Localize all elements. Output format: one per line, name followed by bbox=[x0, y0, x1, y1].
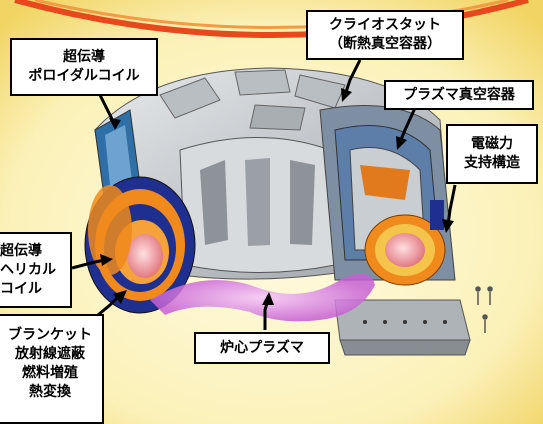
label-blanket: ブランケット 放射線遮蔽 燃料増殖 熱変換 bbox=[0, 314, 104, 424]
label-support-structure-line2: 支持構造 bbox=[464, 155, 520, 171]
human-figures bbox=[475, 286, 493, 333]
label-helical-coil-line3: コイル bbox=[0, 281, 42, 297]
label-plasma-vessel-line1: プラズマ真空容器 bbox=[403, 87, 515, 103]
label-helical-coil-line2: ヘリカル bbox=[0, 262, 56, 278]
helical-coil-right bbox=[364, 200, 446, 286]
label-core-plasma: 炉心プラズマ bbox=[194, 332, 330, 364]
label-poloidal-coil-line1: 超伝導 bbox=[63, 49, 105, 65]
label-plasma-vessel: プラズマ真空容器 bbox=[384, 80, 534, 110]
label-core-plasma-line1: 炉心プラズマ bbox=[220, 340, 304, 356]
leader-arrows bbox=[71, 59, 457, 332]
label-support-structure-line1: 電磁力 bbox=[471, 136, 513, 152]
label-cryostat: クライオスタット （断熱真空容器） bbox=[306, 10, 464, 60]
label-blanket-line1: ブランケット bbox=[8, 327, 92, 343]
label-cryostat-line1: クライオスタット bbox=[329, 17, 441, 33]
label-blanket-line3: 燃料増殖 bbox=[22, 365, 78, 381]
label-blanket-line2: 放射線遮蔽 bbox=[15, 346, 85, 362]
label-blanket-line4: 熱変換 bbox=[29, 384, 71, 400]
label-helical-coil-line1: 超伝導 bbox=[0, 243, 42, 259]
core-plasma-ring bbox=[150, 273, 375, 322]
label-helical-coil: 超伝導 ヘリカル コイル bbox=[0, 232, 72, 308]
label-poloidal-coil-line2: ポロイダルコイル bbox=[28, 68, 140, 84]
label-poloidal-coil: 超伝導 ポロイダルコイル bbox=[10, 38, 158, 96]
label-cryostat-line2: （断熱真空容器） bbox=[329, 36, 441, 52]
helical-coil-left bbox=[84, 176, 196, 314]
support-base bbox=[334, 299, 471, 356]
label-support-structure: 電磁力 支持構造 bbox=[446, 124, 538, 184]
